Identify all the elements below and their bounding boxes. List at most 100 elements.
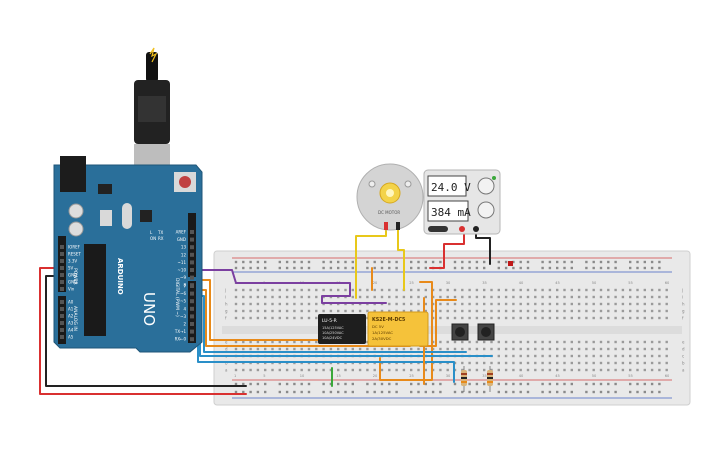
rail-hole[interactable] xyxy=(504,266,508,270)
breadboard-hole[interactable] xyxy=(271,340,274,344)
rail-hole[interactable] xyxy=(424,390,427,394)
breadboard-hole[interactable] xyxy=(475,340,479,344)
header-pin[interactable] xyxy=(60,307,64,311)
breadboard-hole[interactable] xyxy=(607,368,610,372)
rail-hole[interactable] xyxy=(307,382,311,386)
breadboard-hole[interactable] xyxy=(665,309,668,313)
breadboard-hole[interactable] xyxy=(643,295,646,299)
breadboard-hole[interactable] xyxy=(293,309,296,313)
breadboard-hole[interactable] xyxy=(534,354,537,358)
rail-hole[interactable] xyxy=(570,266,573,270)
header-pin[interactable] xyxy=(190,284,194,288)
rail-hole[interactable] xyxy=(256,390,260,394)
breadboard-hole[interactable] xyxy=(351,288,354,292)
wire-yellow-2[interactable] xyxy=(397,227,405,291)
breadboard-hole[interactable] xyxy=(293,347,296,351)
breadboard-hole[interactable] xyxy=(285,295,289,299)
breadboard-hole[interactable] xyxy=(636,347,639,351)
breadboard-hole[interactable] xyxy=(293,316,296,320)
breadboard-hole[interactable] xyxy=(256,288,260,292)
header-pin[interactable] xyxy=(60,266,64,270)
rail-hole[interactable] xyxy=(439,260,442,264)
breadboard-hole[interactable] xyxy=(315,340,318,344)
breadboard-hole[interactable] xyxy=(446,302,449,306)
breadboard-hole[interactable] xyxy=(410,295,413,299)
power-supply[interactable]: 24.0 V 384 mA xyxy=(423,169,501,235)
breadboard-hole[interactable] xyxy=(504,361,508,365)
rail-hole[interactable] xyxy=(658,260,661,264)
breadboard-hole[interactable] xyxy=(439,368,442,372)
breadboard-hole[interactable] xyxy=(504,295,508,299)
rail-hole[interactable] xyxy=(344,382,347,386)
breadboard-hole[interactable] xyxy=(475,295,479,299)
breadboard-hole[interactable] xyxy=(643,288,646,292)
rail-hole[interactable] xyxy=(431,390,435,394)
rail-hole[interactable] xyxy=(468,260,471,264)
breadboard-hole[interactable] xyxy=(629,288,632,292)
breadboard-hole[interactable] xyxy=(395,347,398,351)
breadboard-hole[interactable] xyxy=(388,295,391,299)
breadboard-hole[interactable] xyxy=(636,340,639,344)
rail-hole[interactable] xyxy=(643,260,646,264)
breadboard-hole[interactable] xyxy=(300,295,303,299)
rail-hole[interactable] xyxy=(453,260,457,264)
rail-hole[interactable] xyxy=(249,260,252,264)
breadboard-hole[interactable] xyxy=(556,340,559,344)
rail-hole[interactable] xyxy=(607,266,610,270)
rail-hole[interactable] xyxy=(475,260,479,264)
rail-hole[interactable] xyxy=(607,260,610,264)
breadboard-hole[interactable] xyxy=(249,302,252,306)
rail-hole[interactable] xyxy=(344,260,347,264)
breadboard-hole[interactable] xyxy=(271,302,274,306)
breadboard-hole[interactable] xyxy=(351,295,354,299)
breadboard-hole[interactable] xyxy=(490,361,493,365)
breadboard-hole[interactable] xyxy=(234,316,238,320)
breadboard-hole[interactable] xyxy=(307,347,311,351)
breadboard-hole[interactable] xyxy=(607,354,610,358)
rail-hole[interactable] xyxy=(337,260,340,264)
breadboard-hole[interactable] xyxy=(329,309,333,313)
rail-hole[interactable] xyxy=(300,260,303,264)
breadboard-hole[interactable] xyxy=(526,295,530,299)
breadboard-hole[interactable] xyxy=(570,347,573,351)
rail-hole[interactable] xyxy=(366,266,369,270)
breadboard-hole[interactable] xyxy=(307,295,311,299)
breadboard-hole[interactable] xyxy=(264,302,267,306)
rail-hole[interactable] xyxy=(242,260,245,264)
breadboard-hole[interactable] xyxy=(577,316,581,320)
breadboard-hole[interactable] xyxy=(534,316,537,320)
rail-hole[interactable] xyxy=(329,260,333,264)
breadboard-hole[interactable] xyxy=(665,295,668,299)
breadboard-hole[interactable] xyxy=(526,347,530,351)
breadboard-hole[interactable] xyxy=(563,347,566,351)
breadboard-hole[interactable] xyxy=(577,368,581,372)
rail-hole[interactable] xyxy=(585,390,588,394)
rail-hole[interactable] xyxy=(380,390,384,394)
rail-hole[interactable] xyxy=(570,260,573,264)
breadboard-hole[interactable] xyxy=(599,295,603,299)
breadboard-hole[interactable] xyxy=(431,316,435,320)
breadboard-hole[interactable] xyxy=(475,368,479,372)
wire-red-5v[interactable] xyxy=(39,267,247,395)
breadboard-hole[interactable] xyxy=(424,302,427,306)
rail-hole[interactable] xyxy=(380,382,384,386)
rail-hole[interactable] xyxy=(504,382,508,386)
rail-hole[interactable] xyxy=(388,390,391,394)
rail-hole[interactable] xyxy=(395,382,398,386)
breadboard-hole[interactable] xyxy=(344,309,347,313)
breadboard-hole[interactable] xyxy=(242,302,245,306)
breadboard-hole[interactable] xyxy=(461,361,464,365)
breadboard-hole[interactable] xyxy=(315,288,318,292)
breadboard-hole[interactable] xyxy=(658,361,661,365)
breadboard-hole[interactable] xyxy=(322,368,325,372)
breadboard-hole[interactable] xyxy=(453,347,457,351)
breadboard-hole[interactable] xyxy=(585,361,588,365)
breadboard-hole[interactable] xyxy=(548,347,552,351)
breadboard-hole[interactable] xyxy=(585,309,588,313)
breadboard-hole[interactable] xyxy=(285,309,289,313)
header-pin[interactable] xyxy=(190,322,194,326)
breadboard-hole[interactable] xyxy=(621,309,625,313)
breadboard-hole[interactable] xyxy=(541,288,544,292)
rail-hole[interactable] xyxy=(643,266,646,270)
